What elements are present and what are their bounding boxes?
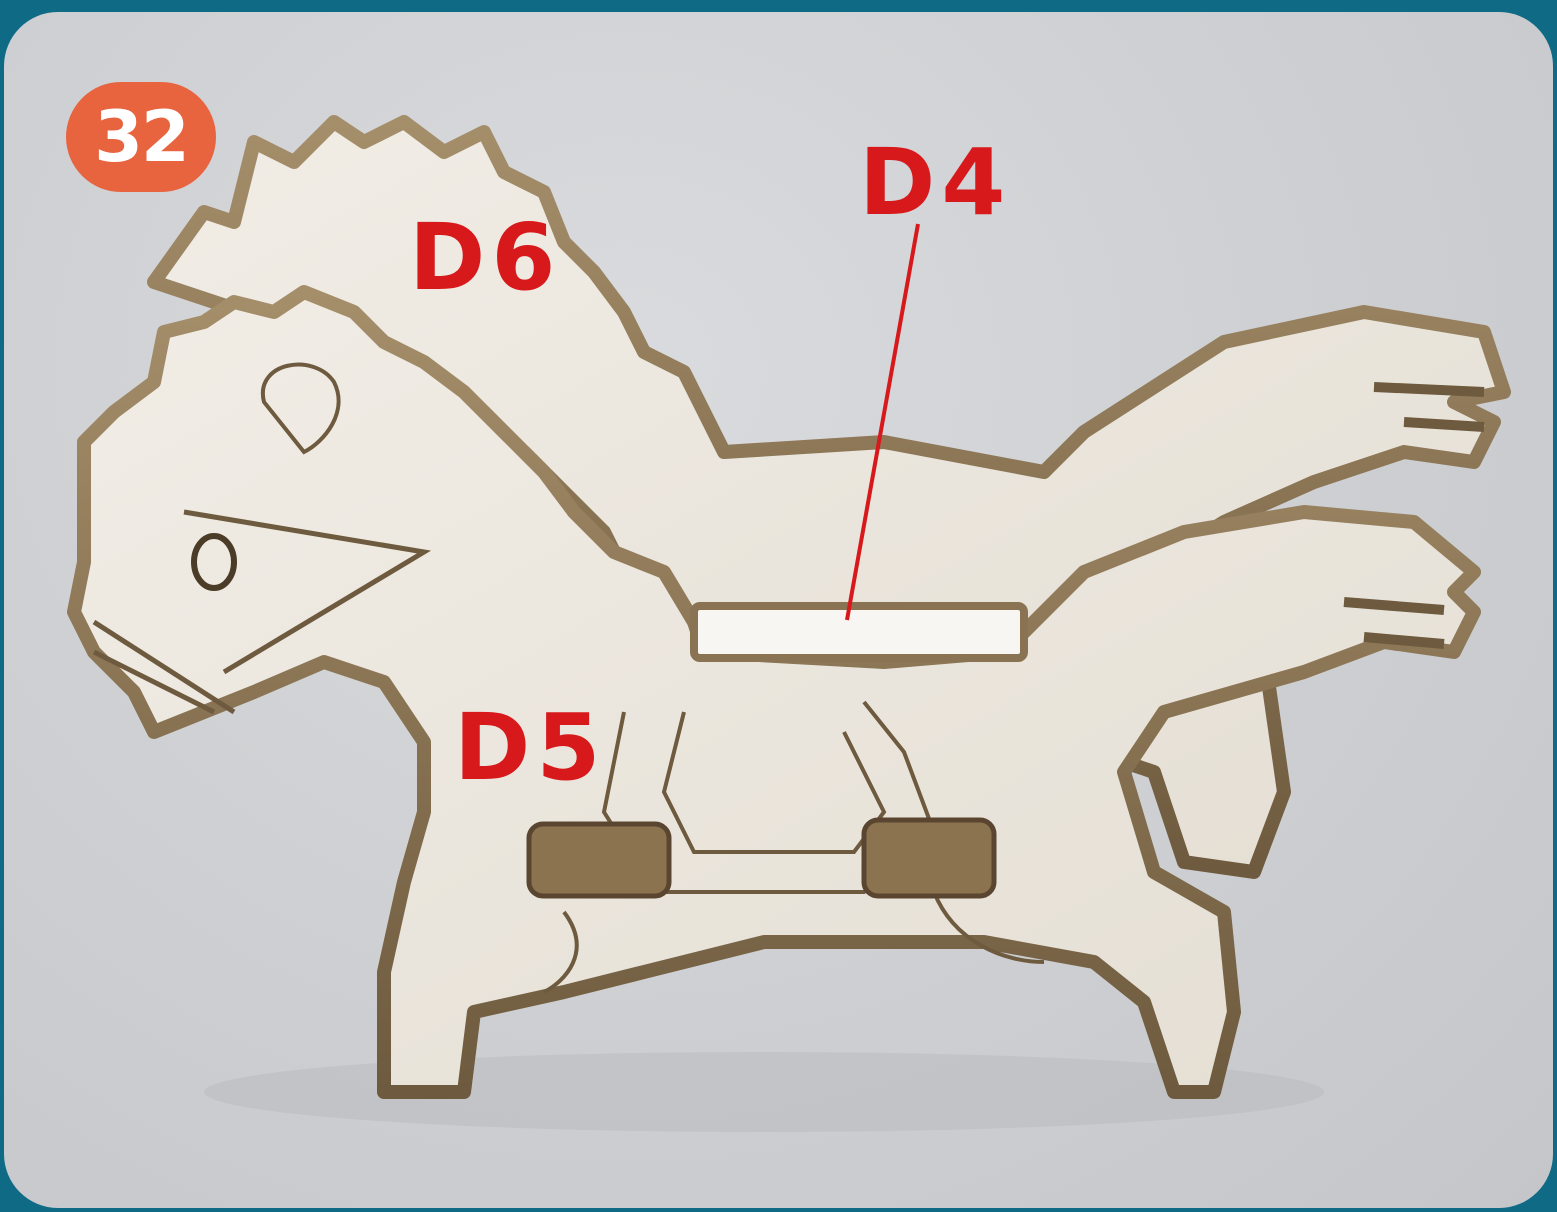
wooden-horse-illustration [67,115,1511,1132]
part-label-d4: D4 [859,129,1012,236]
part-label-d5: D5 [454,694,607,801]
slot-tab-right [861,817,997,899]
crossbar-piece-d4 [690,602,1028,662]
front-horse-piece-d5 [67,285,1481,1099]
step-number-badge: 32 [66,82,216,192]
slot-tab-left [526,821,672,899]
d4-leader-line [845,223,920,621]
assembly-photo: 32 D6 D4 D5 [4,12,1553,1208]
shadow [204,1052,1324,1132]
part-label-d6: D6 [409,204,562,311]
step-number: 32 [94,96,189,178]
horse-eye [191,533,237,591]
